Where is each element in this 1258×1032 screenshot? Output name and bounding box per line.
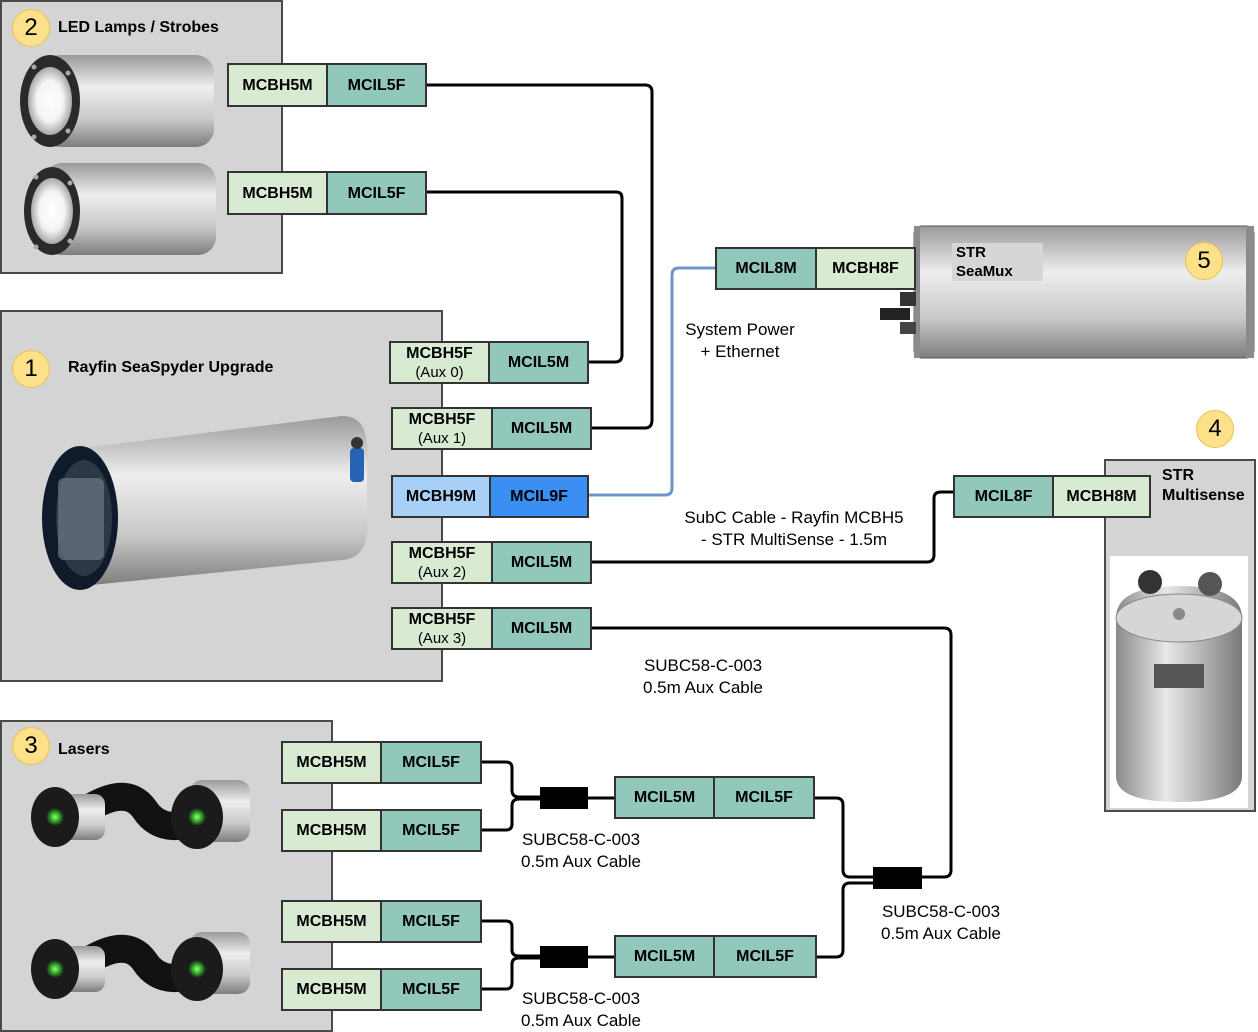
led2-inline-connector: MCIL5F [326,171,427,215]
aux1-inline-connector: MCIL5M [491,407,592,450]
connector-label: MCBH5F [408,410,476,428]
laser4-bulkhead-connector: MCBH5M [281,968,382,1011]
subc-cable-note: SubC Cable - Rayfin MCBH5 - STR MultiSen… [662,507,926,551]
panel-number-badge: 4 [1196,410,1234,448]
laser3-inline-connector: MCIL5F [380,900,482,943]
seamux-bulkhead-connector: MCBH8F [815,247,916,290]
main-bulkhead-connector: MCBH9M [391,475,491,518]
aux1-bulkhead-connector: MCBH5F (Aux 1) [391,407,493,450]
y-cable2-leg [482,956,540,991]
led-lamp-image [24,163,216,255]
y-cable1-inline-male-connector: MCIL5M [614,776,715,819]
y-cable2-inline-male-connector: MCIL5M [614,935,715,978]
laser4-inline-connector: MCIL5F [380,968,482,1011]
multisense-bulkhead-connector: MCBH8M [1052,475,1151,518]
multisense-image [1110,556,1248,808]
panel-title-line2: Multisense [1162,487,1245,504]
panel-number-badge: 1 [12,350,50,388]
multisense-cable [592,490,953,564]
led-lamp-image [20,55,214,147]
aux0-cable [427,190,624,364]
led1-inline-connector: MCIL5F [326,63,427,107]
connector-label: MCBH5F [408,544,476,562]
power-cable-note: System Power + Ethernet [668,319,812,363]
note-line: SubC Cable - Rayfin MCBH5 [684,508,904,527]
panel-title: Rayfin SeaSpyder Upgrade [68,359,274,376]
aux0-bulkhead-connector: MCBH5F (Aux 0) [389,341,490,384]
note-line: System Power [685,320,795,339]
panel-title: Lasers [58,741,110,758]
note-line: SUBC58-C-003 [643,656,763,675]
connector-port-label: (Aux 2) [417,563,467,581]
note-line: SUBC58-C-003 [521,989,641,1008]
aux0-inline-connector: MCIL5M [488,341,589,384]
y-cable2-leg [482,919,540,958]
multisense-inline-connector: MCIL8F [953,475,1054,518]
aux2-inline-connector: MCIL5M [491,541,592,584]
y-splice-1 [540,787,588,809]
panel-number-badge: 3 [12,727,50,765]
note-line: 0.5m Aux Cable [642,678,763,697]
aux3-cable [592,626,953,879]
laser-image [31,780,250,849]
note-line: 0.5m Aux Cable [880,924,1001,943]
y-cable1-to-splice [815,796,873,879]
laser1-inline-connector: MCIL5F [380,741,482,784]
y-cable2-inline-female-connector: MCIL5F [713,935,817,978]
y-cable2-note: SUBC58-C-003 0.5m Aux Cable [501,988,661,1032]
laser3-bulkhead-connector: MCBH5M [281,900,382,943]
laser-image [31,932,250,1001]
panel-title-line2: SeaMux [956,263,1013,280]
seamux-label-box [952,243,1043,281]
aux2-bulkhead-connector: MCBH5F (Aux 2) [391,541,493,584]
laser2-bulkhead-connector: MCBH5M [281,809,382,852]
aux3-bulkhead-connector: MCBH5F (Aux 3) [391,607,493,650]
connector-label: MCBH5F [408,610,476,628]
laser2-inline-connector: MCIL5F [380,809,482,852]
led2-bulkhead-connector: MCBH5M [227,171,328,215]
panel-title-line1: STR [956,244,986,261]
connector-port-label: (Aux 3) [417,629,467,647]
y-splice-2 [540,946,588,968]
y-cable1-leg [482,797,540,832]
seamux-inline-connector: MCIL8M [715,247,817,290]
y-cable1-note: SUBC58-C-003 0.5m Aux Cable [501,829,661,873]
y-cable2-to-splice [817,881,873,959]
panel-number-badge: 5 [1185,242,1223,280]
panel-title: LED Lamps / Strobes [58,19,219,36]
note-line: 0.5m Aux Cable [520,1011,641,1030]
connector-port-label: (Aux 1) [417,429,467,447]
y-splice-3 [873,867,922,889]
aux3-inline-connector: MCIL5M [491,607,592,650]
laser1-bulkhead-connector: MCBH5M [281,741,382,784]
rayfin-camera-image [42,416,367,590]
y-cable3-note: SUBC58-C-003 0.5m Aux Cable [861,901,1021,945]
connector-port-label: (Aux 0) [415,363,464,381]
note-line: SUBC58-C-003 [521,830,641,849]
panel-title-line1: STR [1162,467,1194,484]
note-line: - STR MultiSense - 1.5m [700,530,888,549]
aux1-cable [427,83,654,430]
main-inline-connector: MCIL9F [489,475,589,518]
note-line: SUBC58-C-003 [881,902,1001,921]
connector-label: MCBH5F [406,344,473,362]
power-ethernet-cable [589,266,715,497]
aux3-cable-note: SUBC58-C-003 0.5m Aux Cable [623,655,783,699]
y-cable1-leg [482,760,540,799]
led1-bulkhead-connector: MCBH5M [227,63,328,107]
note-line: + Ethernet [700,342,780,361]
note-line: 0.5m Aux Cable [520,852,641,871]
panel-number-badge: 2 [12,9,50,47]
y-cable1-inline-female-connector: MCIL5F [713,776,815,819]
